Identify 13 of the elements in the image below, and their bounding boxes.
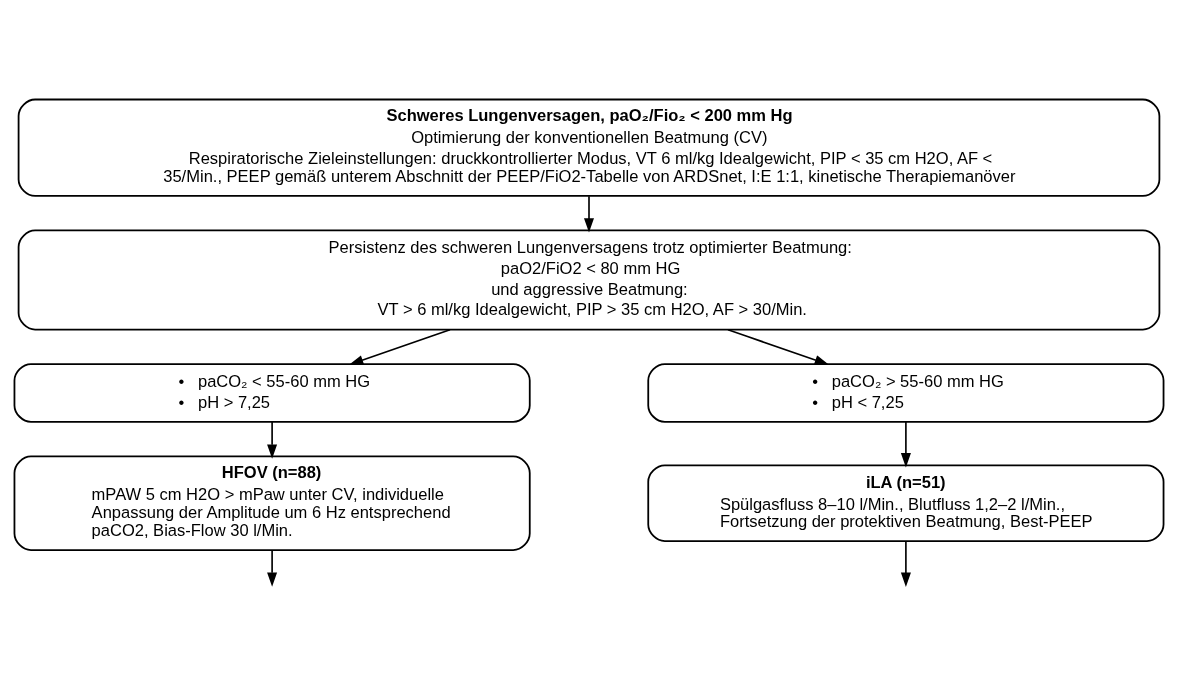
arrow xyxy=(267,548,278,587)
node-box: • paCO₂ > 55-60 mm HG • pH < 7,25 xyxy=(647,362,1165,423)
arrow xyxy=(900,539,911,587)
node-box: HFOV (n=88) mPAW 5 cm H2O > mPaw unter CV, individuelle Anpassung der Amplitude um 6 Hz entsprechend paCO2, Bias-Flow 30 l/Min. xyxy=(13,454,531,551)
arrow xyxy=(583,194,595,232)
node-box: Schweres Lungenversagen, paO₂/Fio₂ < 200 mm Hg Optimierung der konventionellen Beatmung (CV) Respiratorische Zieleinstellungen: druckkontrollierter Modus, VT 6 ml/kg Idealgewicht, PIP < 35 cm H2O, AF < 35/Min., PEEP gemäß unterem Abschnitt der PEEP/FiO2-Tabelle von ARDSnet, I:E 1:1, kinetische Therapiemanöver xyxy=(17,98,1161,197)
arrow xyxy=(349,328,451,365)
arrow xyxy=(900,420,911,467)
arrow xyxy=(727,328,829,365)
node-box: iLA (n=51) Spülgasfluss 8–10 l/Min., Blutfluss 1,2–2 l/Min., Fortsetzung der protektiven Beatmung, Best-PEEP xyxy=(647,463,1165,542)
arrow xyxy=(267,420,278,459)
node-box: Persistenz des schweren Lungenversagens trotz optimierter Beatmung: paO2/FiO2 < 80 mm HG und aggressive Beatmung: VT > 6 ml/kg Idealgewicht, PIP > 35 cm H2O, AF > 30/Min. xyxy=(17,229,1161,330)
node-box: • paCO₂ < 55-60 mm HG • pH > 7,25 xyxy=(13,362,531,423)
